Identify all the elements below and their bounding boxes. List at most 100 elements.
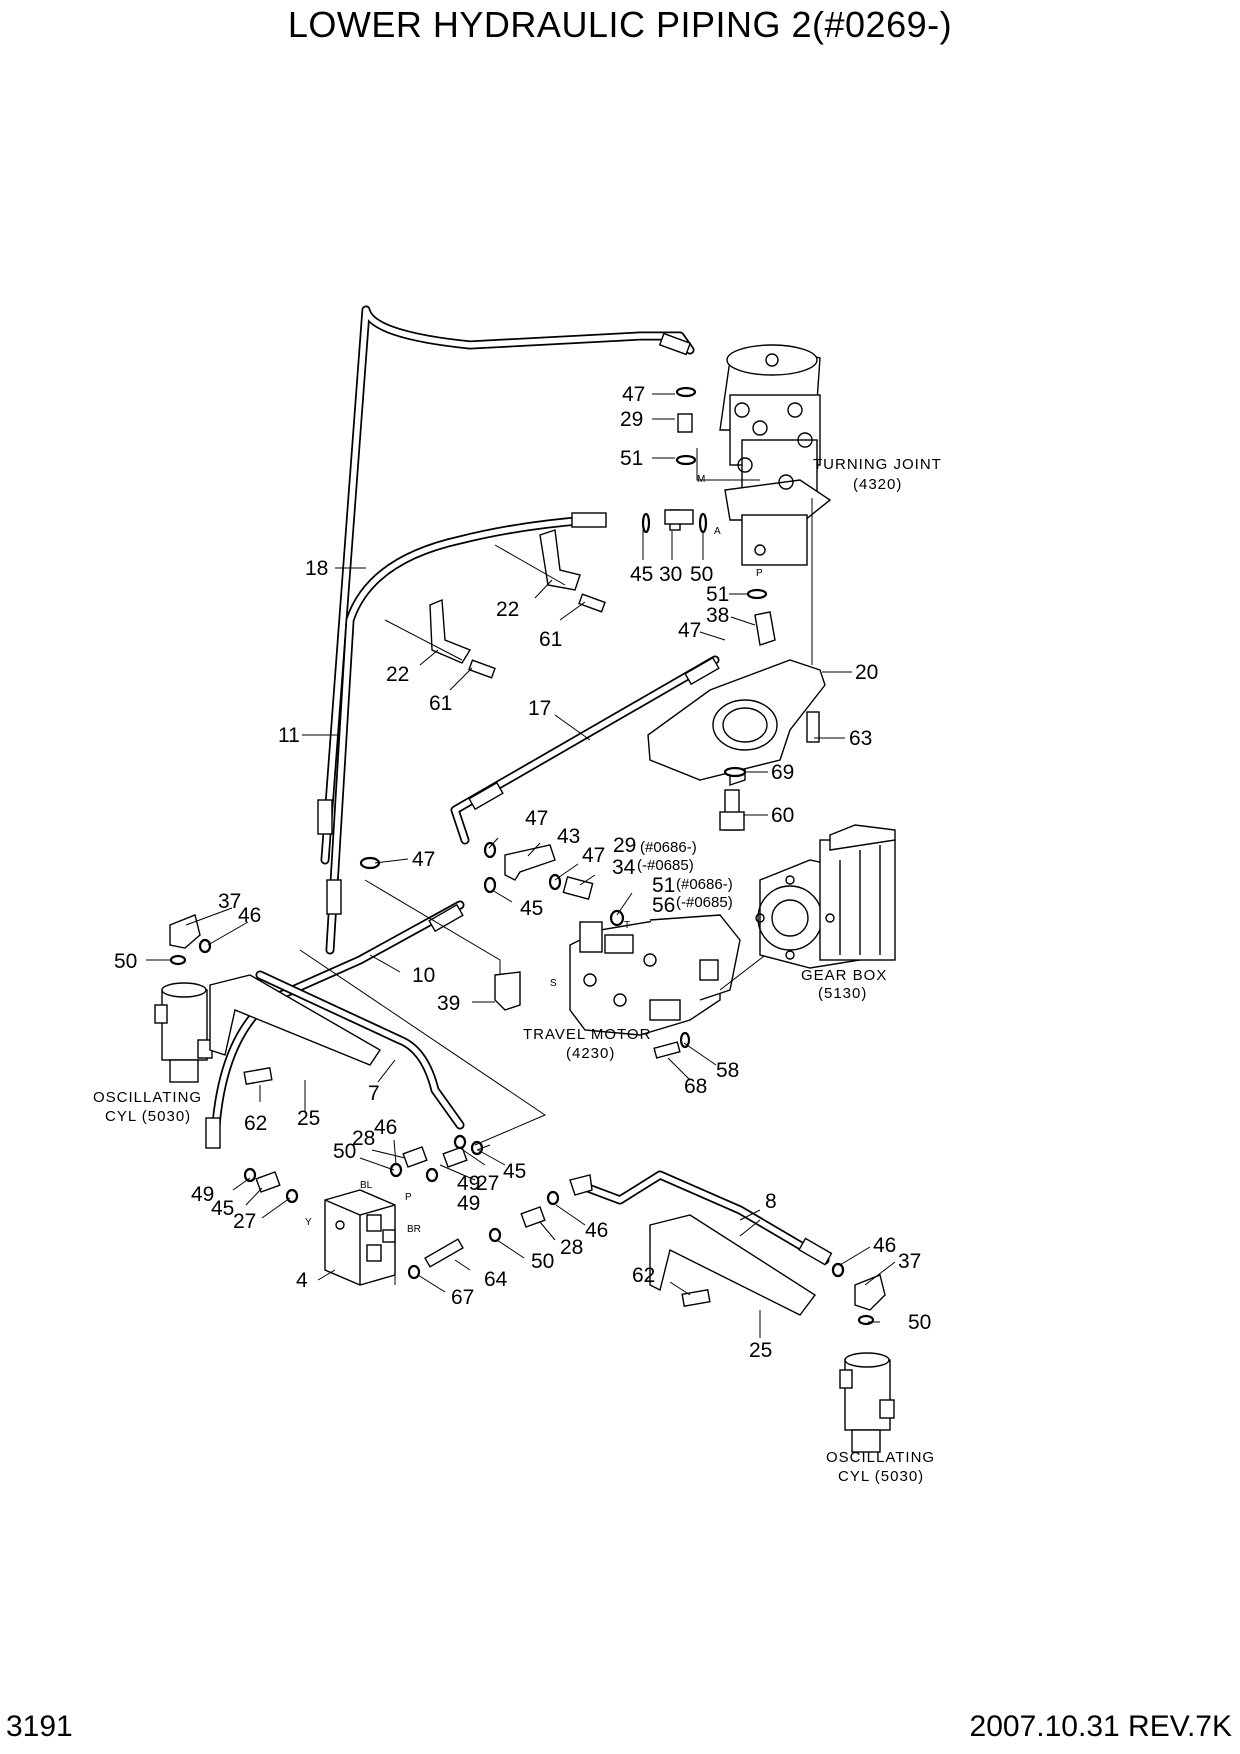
callout: 37 [218, 890, 241, 913]
port-br: BR [407, 1224, 421, 1235]
hoses [210, 305, 830, 1265]
callout: 37 [898, 1250, 921, 1273]
callout: 46 [873, 1234, 896, 1257]
turning-joint-label: TURNING JOINT [813, 456, 942, 473]
travel-motor-fittings [359, 841, 625, 1011]
callout: 61 [429, 692, 452, 715]
clamp-brackets [384, 529, 606, 679]
callout: 47 [525, 807, 548, 830]
turning-joint [696, 344, 832, 665]
callout: 30 [659, 563, 682, 586]
note-51: (#0686-) [676, 876, 733, 893]
callout: 49 [191, 1183, 214, 1206]
callout: 50 [690, 563, 713, 586]
callout: 27 [476, 1172, 499, 1195]
callout: 69 [771, 761, 794, 784]
callout: 62 [244, 1112, 267, 1135]
hose-ferrules [205, 332, 833, 1266]
part-callouts: 47 29 51 45 30 50 51 38 47 20 63 69 60 1… [114, 383, 931, 1362]
note-56: (-#0685) [676, 894, 733, 911]
callout: 62 [632, 1264, 655, 1287]
component-labels: TURNING JOINT (4320) GEAR BOX (5130) TRA… [93, 456, 942, 1485]
callout: 4 [296, 1269, 308, 1292]
callout: 46 [585, 1219, 608, 1242]
page-title: LOWER HYDRAULIC PIPING 2(#0269-) [287, 4, 953, 45]
gear-box [755, 824, 896, 969]
callout: 20 [855, 661, 878, 684]
callout: 22 [496, 598, 519, 621]
callout: 22 [386, 663, 409, 686]
port-a: A [714, 526, 721, 537]
callout: 43 [557, 825, 580, 848]
callout: 18 [305, 557, 328, 580]
callout: 11 [278, 724, 300, 747]
callout: 8 [765, 1190, 777, 1213]
callout: 29 [613, 834, 636, 857]
osc-cyl-right-code: CYL (5030) [838, 1468, 924, 1485]
port-p: P [756, 568, 763, 579]
page-number: 3191 [6, 1710, 73, 1743]
callout: 45 [630, 563, 653, 586]
callout: 51 [620, 447, 643, 470]
port-bl: BL [360, 1180, 373, 1191]
callout: 46 [238, 904, 261, 927]
callout: 61 [539, 628, 562, 651]
callout: 67 [451, 1286, 474, 1309]
callout: 47 [582, 844, 605, 867]
lower-fittings [243, 949, 845, 1278]
callout: 45 [503, 1160, 526, 1183]
osc-cyl-right-label: OSCILLATING [826, 1449, 935, 1466]
callout: 25 [297, 1107, 320, 1130]
osc-cyl-left-code: CYL (5030) [105, 1108, 191, 1125]
callout: 46 [374, 1116, 397, 1139]
callout: 28 [352, 1127, 375, 1150]
port-labels: M A P T S BL P BR Y [305, 474, 763, 1235]
turning-joint-fittings [641, 386, 776, 646]
valve-block-4 [324, 1189, 464, 1286]
callout: 58 [716, 1059, 739, 1082]
callout: 28 [560, 1236, 583, 1259]
revision-date: 2007.10.31 REV.7K [969, 1710, 1232, 1743]
callout: 39 [437, 992, 460, 1015]
gear-box-label: GEAR BOX [801, 967, 887, 984]
osc-cyl-left-label: OSCILLATING [93, 1089, 202, 1106]
callout: 50 [114, 950, 137, 973]
note-29: (#0686-) [640, 839, 697, 856]
turning-joint-code: (4320) [853, 476, 902, 493]
oscillating-cylinder-right [831, 1262, 895, 1453]
port-y: Y [305, 1217, 312, 1228]
pipe-guards [209, 974, 817, 1316]
callout: 45 [520, 897, 543, 920]
callout: 60 [771, 804, 794, 827]
callout: 34 [612, 856, 636, 879]
gear-box-code: (5130) [818, 985, 867, 1002]
travel-motor [569, 914, 786, 1059]
port-p2: P [405, 1192, 412, 1203]
callout: 51 [706, 583, 729, 606]
callout: 63 [849, 727, 872, 750]
callout: 47 [412, 848, 435, 871]
callout: 27 [233, 1210, 256, 1233]
callout: 49 [457, 1192, 480, 1215]
callout: 10 [412, 964, 435, 987]
callout: 29 [620, 408, 643, 431]
callout: 47 [678, 619, 701, 642]
travel-motor-label: TRAVEL MOTOR [523, 1026, 651, 1043]
callout: 56 [652, 894, 675, 917]
callout: 51 [652, 874, 675, 897]
callout: 49 [457, 1172, 480, 1195]
callout: 7 [368, 1082, 380, 1105]
callout: 50 [531, 1250, 554, 1273]
port-s: S [550, 978, 557, 989]
callout: 68 [684, 1075, 707, 1098]
travel-motor-code: (4230) [566, 1045, 615, 1062]
callout: 17 [528, 697, 551, 720]
callout: 47 [622, 383, 645, 406]
callout: 50 [908, 1311, 931, 1334]
callout: 25 [749, 1339, 772, 1362]
note-34: (-#0685) [637, 857, 694, 874]
callout: 64 [484, 1268, 508, 1291]
callout: 50 [333, 1140, 356, 1163]
variant-notes: (#0686-) (-#0685) (#0686-) (-#0685) [637, 839, 733, 911]
